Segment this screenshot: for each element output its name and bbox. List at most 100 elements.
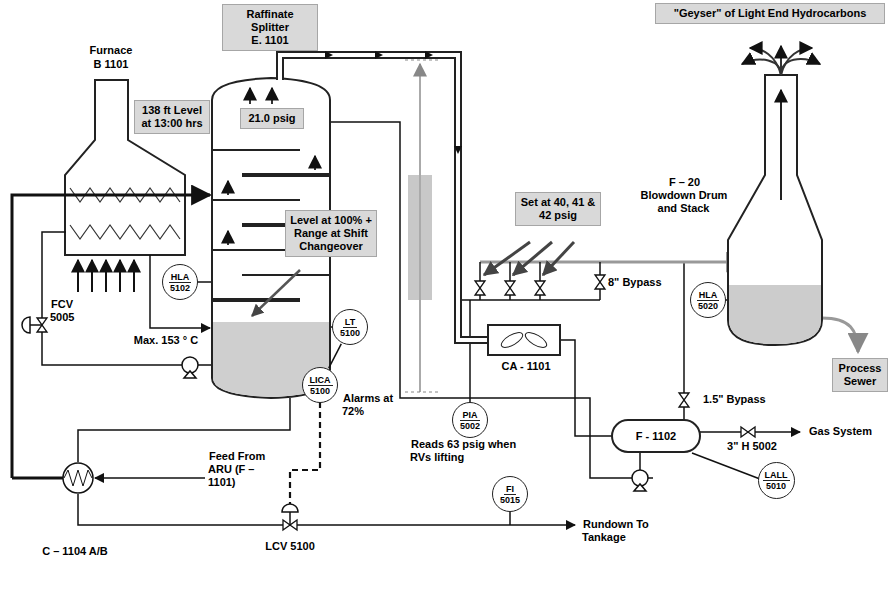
- pump: [182, 357, 648, 491]
- label-block: FCV 5005: [50, 298, 84, 324]
- blowdown-drum-stack: [728, 75, 822, 345]
- label-text: CA - 1101: [500, 360, 551, 372]
- node-subtext: 5010: [766, 481, 786, 491]
- label-text: 1.5" Bypass: [702, 393, 767, 405]
- heat-exchanger: [63, 463, 93, 493]
- process-line: [95, 477, 205, 479]
- instrument-bubble: HLA5102: [162, 264, 198, 300]
- node-text: 138 ft Level at 13:00 hrs: [139, 104, 205, 130]
- label-block: CA - 1101: [486, 360, 566, 373]
- relief-valves: [505, 281, 515, 295]
- relief-valves: [679, 393, 689, 407]
- heat-exchanger: [63, 463, 93, 493]
- label-block: Alarms at 72%: [342, 392, 398, 418]
- burner-arrows: [78, 260, 134, 292]
- relief-valves: [475, 281, 485, 295]
- process-line: [197, 281, 212, 283]
- node-subtext: 5002: [460, 421, 480, 431]
- blowdown-drum-stack: [728, 75, 822, 345]
- overhead-vapour-line: [280, 51, 488, 340]
- label-block: Rundown To Tankage: [582, 518, 692, 544]
- relief-valves: [741, 427, 755, 437]
- label-text: Rundown To Tankage: [582, 518, 649, 543]
- label-block: Furnace: [70, 44, 152, 57]
- node-text: Process Sewer: [837, 362, 883, 388]
- label-block: LCV 5100: [250, 540, 330, 553]
- note-box: "Geyser" of Light End Hydrocarbons: [655, 3, 885, 24]
- label-block: F – 20 Blowdown Drum and Stack: [640, 176, 728, 215]
- relief-valves: [22, 262, 755, 530]
- process-line: [469, 300, 471, 403]
- furnace: [70, 225, 180, 239]
- node-text: Set at 40, 41 & 42 psig: [520, 196, 596, 222]
- raffinate-splitter-tower: [213, 149, 300, 151]
- instrument-bubble: LICA5100: [302, 367, 338, 403]
- label-text: Furnace: [89, 44, 134, 56]
- process-line: [150, 255, 210, 328]
- overhead-vapour-line: [280, 55, 488, 340]
- node-text: HLA: [169, 272, 192, 283]
- node-text: Level at 100% + Range at Shift Changeove…: [290, 214, 372, 253]
- geyser-arrows: [750, 48, 781, 75]
- overhead-vapour-line: [325, 51, 333, 59]
- node-subtext: 5020: [698, 301, 718, 311]
- process-line: [692, 453, 760, 479]
- condenser: [488, 325, 560, 355]
- overhead-vapour-line: [425, 51, 433, 59]
- process-line: [12, 477, 63, 480]
- raffinate-splitter-tower: [213, 298, 300, 302]
- pump: [184, 371, 196, 378]
- label-text: FCV 5005: [50, 298, 75, 323]
- heat-exchanger: [64, 470, 92, 486]
- label-text: F - 1102: [635, 430, 677, 442]
- condenser: [523, 330, 549, 351]
- node-text: LALL: [763, 470, 790, 481]
- overhead-vapour-line: [454, 146, 462, 154]
- label-text: Gas System: [808, 425, 873, 437]
- note-box: Set at 40, 41 & 42 psig: [515, 192, 601, 226]
- instrument-bubble: LT5100: [332, 309, 368, 345]
- node-text: LT: [343, 317, 357, 328]
- note-box: 138 ft Level at 13:00 hrs: [134, 100, 210, 134]
- destination-box: Process Sewer: [832, 358, 888, 392]
- process-line: [639, 452, 641, 470]
- label-text: 3" H 5002: [726, 440, 778, 452]
- blowdown-drum-stack: [780, 90, 782, 200]
- node-text: Raffinate Splitter: [227, 8, 313, 34]
- raffinate-splitter-tower: [249, 88, 251, 104]
- signal-line: [290, 402, 320, 504]
- burner-arrows: [133, 260, 135, 292]
- label-text: Feed From ARU (F – 1101): [208, 450, 265, 488]
- node-text: LICA: [308, 375, 333, 386]
- raffinate-splitter-tower: [242, 274, 329, 276]
- level-callout-arrow: [252, 270, 300, 316]
- label-text: Alarms at 72%: [342, 392, 393, 417]
- node-text: 21.0 psig: [245, 112, 299, 125]
- label-block: B 1101: [70, 58, 152, 71]
- label-text: Max. 153 ° C: [133, 334, 199, 346]
- process-line: [12, 195, 210, 478]
- node-subtext: 5100: [340, 328, 360, 338]
- burner-arrows: [105, 260, 107, 292]
- relief-header: [480, 261, 745, 264]
- label-block: Max. 153 ° C: [120, 334, 212, 347]
- setpoint-arrows: [543, 242, 574, 275]
- relief-valves: [282, 504, 298, 512]
- burner-arrows: [77, 260, 79, 292]
- signal-connector: [329, 344, 342, 368]
- label-text: 8" Bypass: [607, 276, 663, 288]
- geyser-arrows: [742, 46, 820, 75]
- node-subtext: E. 1101: [227, 34, 313, 47]
- pressure-box: 21.0 psig: [240, 108, 304, 129]
- label-text: C – 1104 A/B: [41, 545, 109, 557]
- note-box: Level at 100% + Range at Shift Changeove…: [285, 210, 377, 257]
- node-subtext: 5015: [500, 495, 520, 505]
- process-line: [509, 511, 511, 525]
- label-block: Feed From ARU (F – 1101): [208, 450, 280, 489]
- raffinate-splitter-tower: [242, 173, 329, 177]
- node-text: HLA: [697, 290, 720, 301]
- node-subtext: 5102: [170, 283, 190, 293]
- level-indicator: [405, 60, 440, 61]
- label-text: B 1101: [93, 58, 130, 70]
